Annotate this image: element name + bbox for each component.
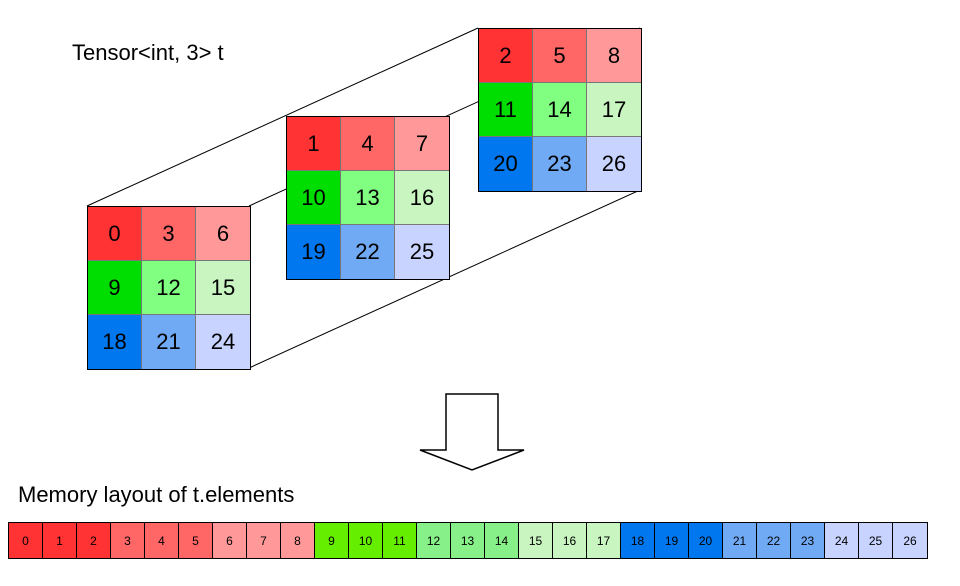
- tensor-cell: 9: [88, 261, 142, 315]
- memory-cell: 12: [417, 523, 451, 558]
- tensor-cell: 7: [395, 117, 449, 171]
- memory-cell: 24: [825, 523, 859, 558]
- tensor-cell: 23: [533, 137, 587, 191]
- memory-cell: 16: [553, 523, 587, 558]
- tensor-cell: 14: [533, 83, 587, 137]
- tensor-cell: 19: [287, 225, 341, 279]
- tensor-cell: 24: [196, 315, 250, 369]
- memory-cell: 1: [43, 523, 77, 558]
- tensor-cell: 3: [142, 207, 196, 261]
- tensor-cell: 0: [88, 207, 142, 261]
- memory-cell: 17: [587, 523, 621, 558]
- memory-cell: 5: [179, 523, 213, 558]
- tensor-cell: 8: [587, 29, 641, 83]
- tensor-cell: 4: [341, 117, 395, 171]
- tensor-cell: 6: [196, 207, 250, 261]
- memory-cell: 14: [485, 523, 519, 558]
- tensor-cell: 13: [341, 171, 395, 225]
- memory-cell: 25: [859, 523, 893, 558]
- memory-cell: 19: [655, 523, 689, 558]
- memory-cell: 4: [145, 523, 179, 558]
- memory-cell: 18: [621, 523, 655, 558]
- tensor-cell: 25: [395, 225, 449, 279]
- tensor-cell: 22: [341, 225, 395, 279]
- memory-cell: 2: [77, 523, 111, 558]
- tensor-cell: 12: [142, 261, 196, 315]
- memory-cell: 22: [757, 523, 791, 558]
- memory-layout-title: Memory layout of t.elements: [18, 482, 295, 507]
- memory-cell: 7: [247, 523, 281, 558]
- memory-cell: 6: [213, 523, 247, 558]
- tensor-cell: 18: [88, 315, 142, 369]
- memory-cell: 10: [349, 523, 383, 558]
- memory-cell: 3: [111, 523, 145, 558]
- memory-cell: 20: [689, 523, 723, 558]
- tensor-cell: 11: [479, 83, 533, 137]
- memory-cell: 26: [893, 523, 927, 558]
- tensor-cell: 2: [479, 29, 533, 83]
- memory-cell: 15: [519, 523, 553, 558]
- tensor-cell: 20: [479, 137, 533, 191]
- memory-cell: 21: [723, 523, 757, 558]
- tensor-cell: 15: [196, 261, 250, 315]
- tensor-cell: 1: [287, 117, 341, 171]
- tensor-cell: 26: [587, 137, 641, 191]
- memory-cell: 9: [315, 523, 349, 558]
- memory-cell: 23: [791, 523, 825, 558]
- memory-cell: 11: [383, 523, 417, 558]
- memory-cell: 8: [281, 523, 315, 558]
- tensor-cell: 17: [587, 83, 641, 137]
- down-arrow-icon: [419, 393, 525, 471]
- tensor-cell: 5: [533, 29, 587, 83]
- tensor-cell: 21: [142, 315, 196, 369]
- memory-cell: 0: [9, 523, 43, 558]
- tensor-cell: 16: [395, 171, 449, 225]
- memory-cell: 13: [451, 523, 485, 558]
- diagram-title: Tensor<int, 3> t: [72, 40, 224, 65]
- tensor-cell: 10: [287, 171, 341, 225]
